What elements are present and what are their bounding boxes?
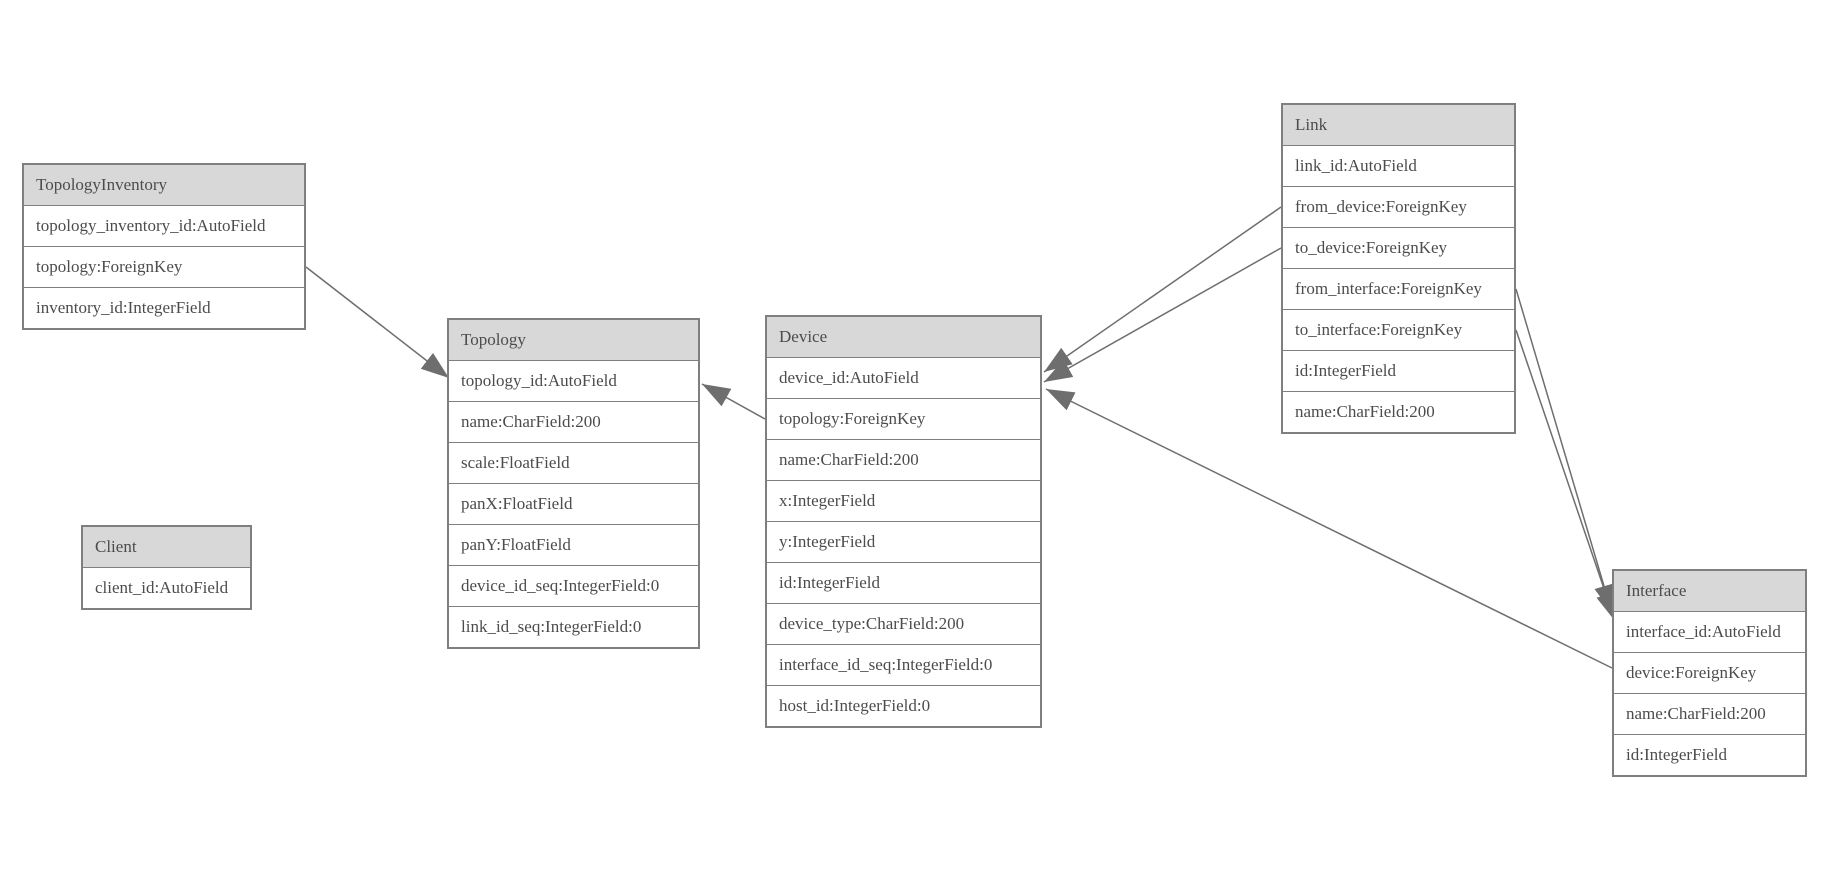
- field-row: topology:ForeignKey: [767, 399, 1040, 440]
- field-row: link_id:AutoField: [1283, 146, 1514, 187]
- field-row: device_id:AutoField: [767, 358, 1040, 399]
- field-row: link_id_seq:IntegerField:0: [449, 607, 698, 647]
- field-row: name:CharField:200: [767, 440, 1040, 481]
- field-row: to_device:ForeignKey: [1283, 228, 1514, 269]
- entity-table-topologyinventory: TopologyInventory topology_inventory_id:…: [22, 163, 306, 330]
- field-row: from_device:ForeignKey: [1283, 187, 1514, 228]
- field-row: topology_id:AutoField: [449, 361, 698, 402]
- field-row: name:CharField:200: [449, 402, 698, 443]
- field-row: from_interface:ForeignKey: [1283, 269, 1514, 310]
- entity-title: Interface: [1614, 571, 1805, 612]
- field-row: panY:FloatField: [449, 525, 698, 566]
- relation-link-fromdevice-device-line: [1043, 206, 1282, 373]
- field-row: interface_id:AutoField: [1614, 612, 1805, 653]
- entity-title: Device: [767, 317, 1040, 358]
- field-row: id:IntegerField: [767, 563, 1040, 604]
- relation-interface-device-line: [1045, 388, 1613, 669]
- field-row: panX:FloatField: [449, 484, 698, 525]
- relation-link-tointerface-interface-line: [1515, 329, 1616, 622]
- relation-link-frominterface-interface-line: [1515, 288, 1614, 614]
- entity-title: TopologyInventory: [24, 165, 304, 206]
- entity-title: Client: [83, 527, 250, 568]
- field-row: topology_inventory_id:AutoField: [24, 206, 304, 247]
- field-row: id:IntegerField: [1283, 351, 1514, 392]
- field-row: y:IntegerField: [767, 522, 1040, 563]
- field-row: to_interface:ForeignKey: [1283, 310, 1514, 351]
- field-row: device:ForeignKey: [1614, 653, 1805, 694]
- field-row: device_id_seq:IntegerField:0: [449, 566, 698, 607]
- entity-title: Link: [1283, 105, 1514, 146]
- field-row: x:IntegerField: [767, 481, 1040, 522]
- field-row: client_id:AutoField: [83, 568, 250, 608]
- field-row: inventory_id:IntegerField: [24, 288, 304, 328]
- field-row: host_id:IntegerField:0: [767, 686, 1040, 726]
- field-row: name:CharField:200: [1614, 694, 1805, 735]
- relation-link-todevice-device-line: [1043, 247, 1282, 383]
- entity-table-client: Client client_id:AutoField: [81, 525, 252, 610]
- relation-device-topology-line: [701, 383, 766, 420]
- field-row: device_type:CharField:200: [767, 604, 1040, 645]
- field-row: scale:FloatField: [449, 443, 698, 484]
- field-row: name:CharField:200: [1283, 392, 1514, 432]
- relation-topologyinventory-topology-line: [305, 266, 450, 379]
- entity-title: Topology: [449, 320, 698, 361]
- field-row: id:IntegerField: [1614, 735, 1805, 775]
- field-row: topology:ForeignKey: [24, 247, 304, 288]
- field-row: interface_id_seq:IntegerField:0: [767, 645, 1040, 686]
- entity-fields: client_id:AutoField: [83, 568, 250, 608]
